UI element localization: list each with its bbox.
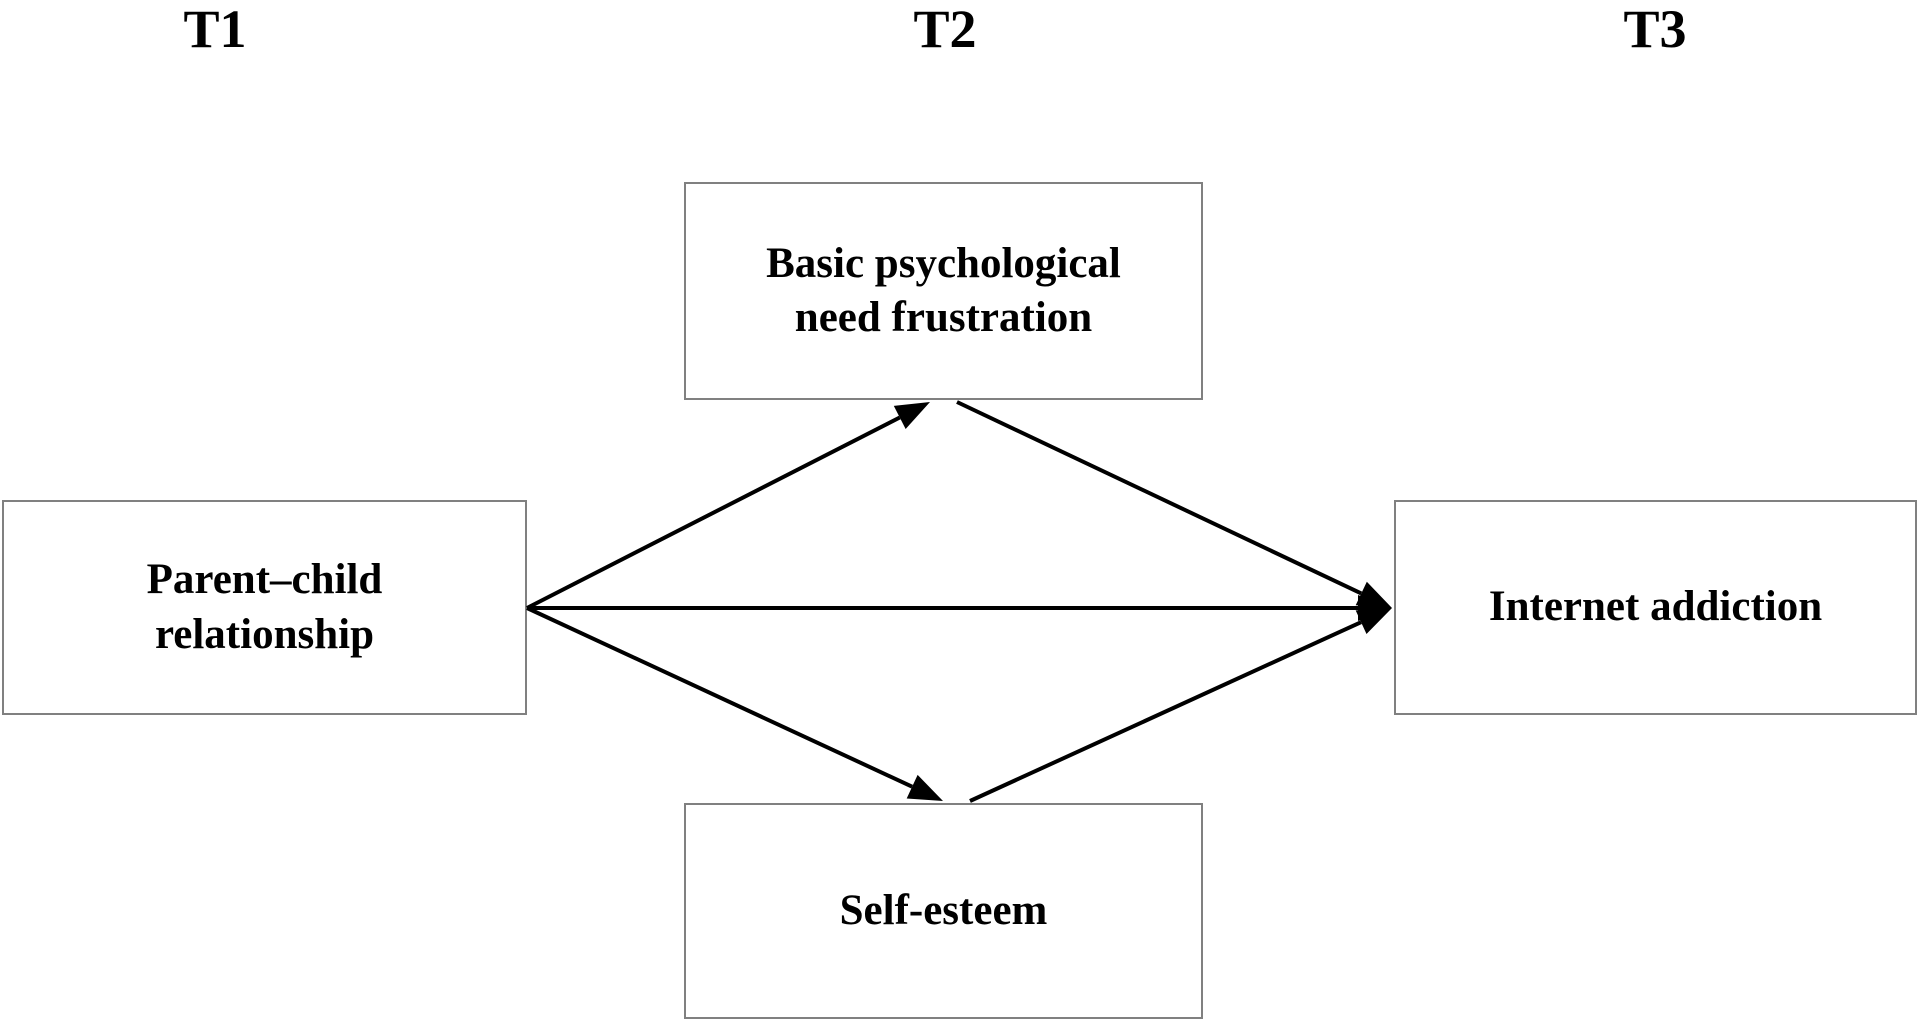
- node-box-self-esteem[interactable]: Self-esteem: [684, 803, 1203, 1019]
- node-label: Parent–child relationship: [146, 556, 383, 658]
- arrowhead-icon: [906, 774, 943, 801]
- edge-parent-to-internet-addiction: [527, 595, 1392, 621]
- wave-label-t3: T3: [1623, 0, 1687, 59]
- node-box-basic-psychological-need-frustration[interactable]: Basic psychological need frustration: [684, 182, 1203, 400]
- edge-line: [526, 606, 913, 789]
- node-box-parent-child-relationship[interactable]: Parent–child relationship: [2, 500, 527, 715]
- edge-line: [956, 400, 1363, 596]
- wave-label-t2: T2: [913, 0, 977, 59]
- edge-line: [526, 415, 901, 610]
- edge-line: [969, 620, 1362, 803]
- node-box-internet-addiction[interactable]: Internet addiction: [1394, 500, 1917, 715]
- node-label: Self-esteem: [839, 886, 1048, 934]
- node-label: Basic psychological need frustration: [766, 239, 1121, 341]
- edge-parent-to-need-frustration: [526, 402, 930, 610]
- edge-need-frustration-to-internet-addiction: [956, 400, 1392, 608]
- arrowhead-icon: [1355, 608, 1392, 634]
- node-label: Internet addiction: [1488, 583, 1823, 631]
- edge-self-esteem-to-internet-addiction: [969, 608, 1392, 803]
- arrowhead-icon: [893, 402, 930, 430]
- wave-label-t1: T1: [183, 0, 247, 59]
- arrowhead-icon: [1355, 581, 1392, 608]
- edge-parent-to-self-esteem: [526, 606, 943, 801]
